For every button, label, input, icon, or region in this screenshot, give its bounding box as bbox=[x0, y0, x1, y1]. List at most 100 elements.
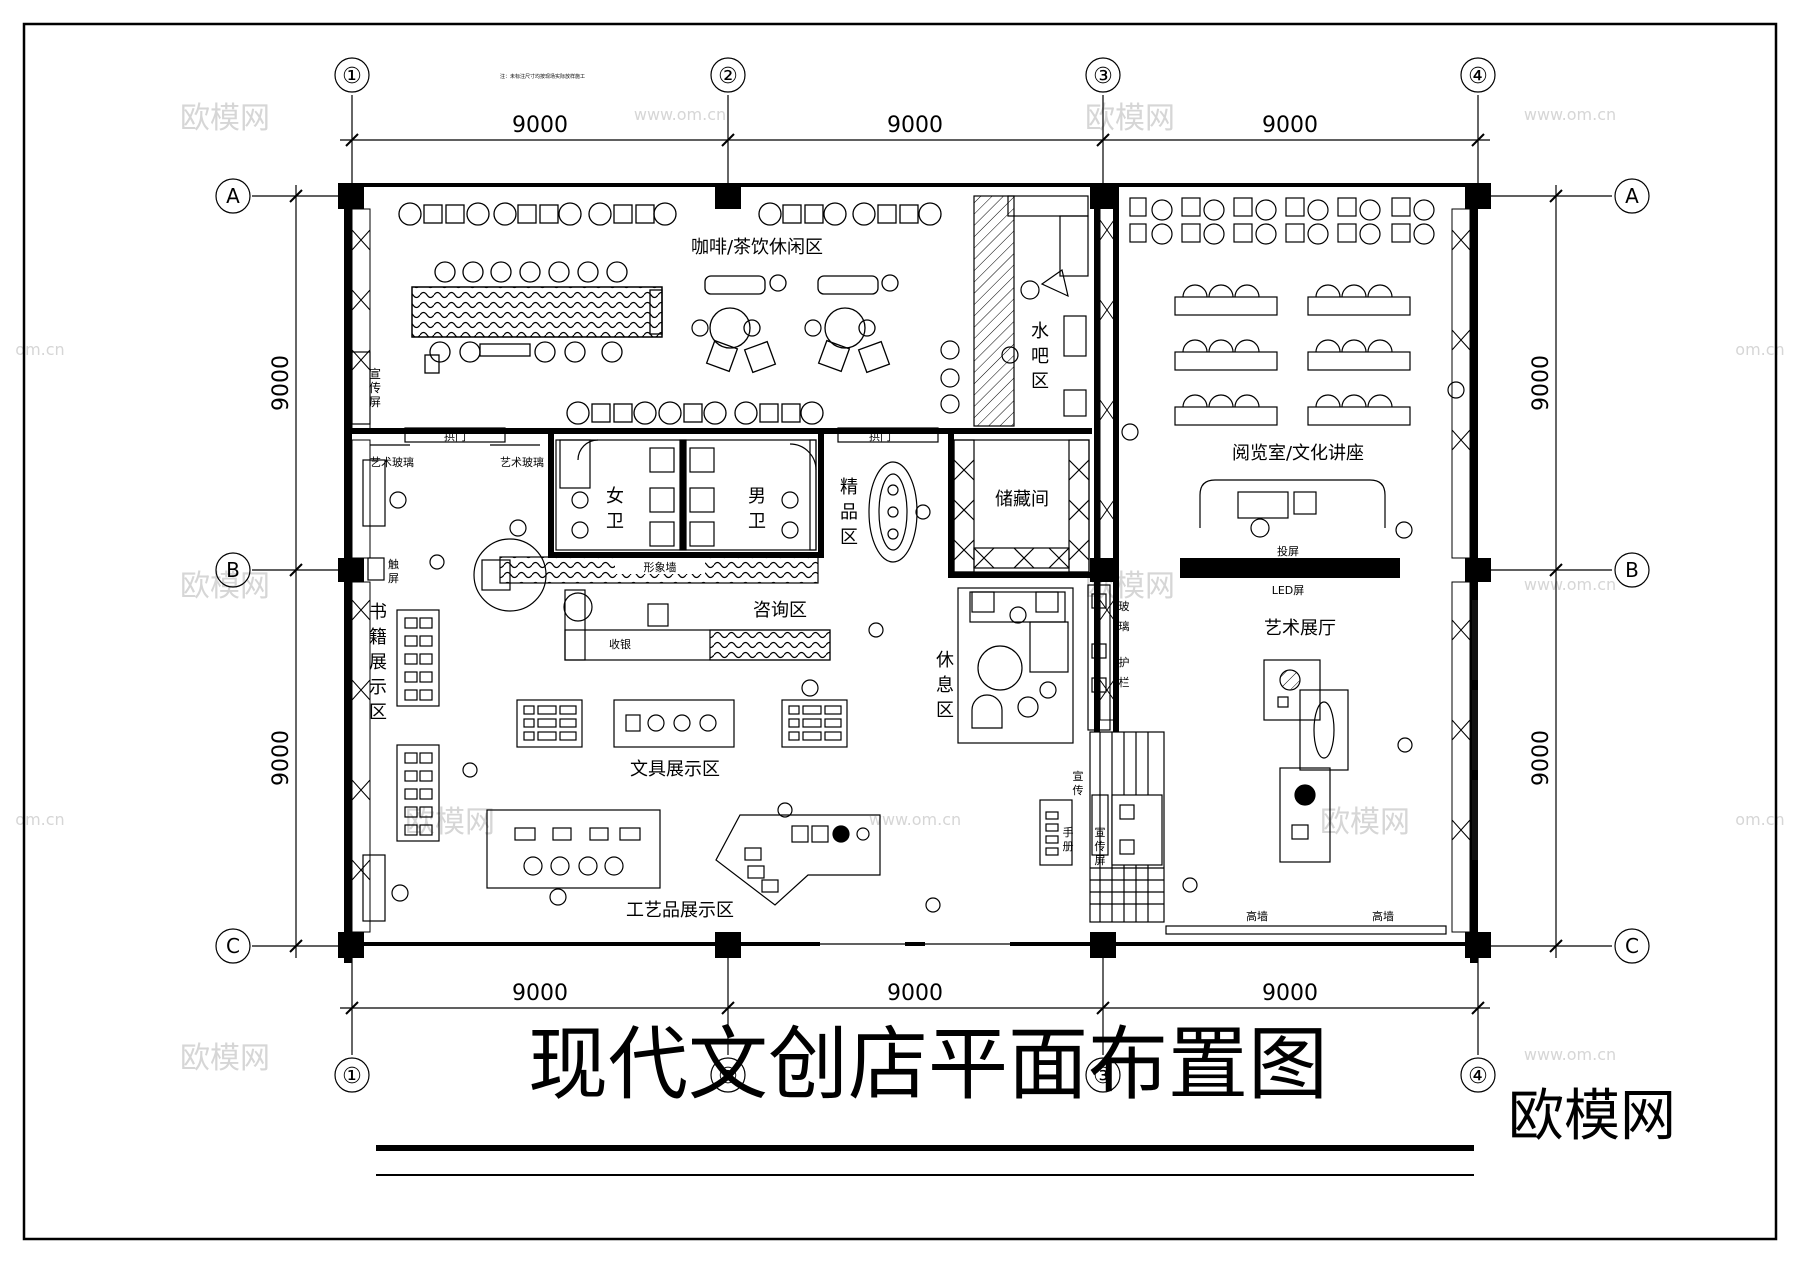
title-underline-thin bbox=[376, 1174, 1474, 1176]
axis-label-col-1: ① bbox=[342, 1064, 362, 1089]
label-promo-screen-2: 宣 bbox=[1095, 825, 1106, 839]
room-label-book-display: 书 bbox=[369, 602, 387, 623]
partition-details bbox=[370, 427, 939, 446]
axis-label-col-2: ② bbox=[718, 64, 738, 89]
label-art-glass: 艺术玻璃 bbox=[370, 455, 414, 469]
room-label-art-hall: 艺术展厅 bbox=[1264, 618, 1336, 639]
watermark-url: om.cn bbox=[15, 340, 64, 359]
axis-label-row-a: A bbox=[1625, 184, 1639, 208]
label-cashier: 收银 bbox=[609, 637, 631, 651]
water-bar bbox=[940, 195, 1089, 427]
label-promo-screen: 传 bbox=[369, 380, 381, 395]
dimension-label: 9000 bbox=[269, 355, 294, 411]
boutique-display bbox=[868, 461, 931, 563]
cafe-furniture bbox=[398, 202, 942, 425]
label-arch-door: 拱门 bbox=[869, 429, 891, 443]
watermark-layer: 欧模网 www.om.cn 欧模网 www.om.cn om.cn om.cn … bbox=[15, 101, 1784, 1076]
rest-area bbox=[957, 587, 1074, 744]
watermark-brand: 欧模网 bbox=[1320, 805, 1410, 840]
consulting-desk bbox=[473, 538, 831, 661]
room-label-storage: 储藏间 bbox=[995, 489, 1049, 510]
title-underline-thick bbox=[376, 1145, 1474, 1151]
label-brochure-stand: 传 bbox=[1073, 784, 1084, 797]
room-label-rest-area: 休 bbox=[936, 650, 954, 671]
label-art-glass: 艺术玻璃 bbox=[500, 455, 544, 469]
axis-label-col-4: ④ bbox=[1468, 1064, 1488, 1089]
crafts-displays bbox=[486, 809, 881, 906]
storage-room bbox=[953, 439, 1090, 573]
watermark-url: om.cn bbox=[1735, 340, 1784, 359]
dimension-label: 9000 bbox=[1262, 113, 1318, 138]
axis-label-row-b: B bbox=[226, 558, 240, 582]
room-label-water-bar: 吧 bbox=[1031, 346, 1049, 367]
room-label-book-display: 展 bbox=[369, 652, 387, 673]
dimension-label: 9000 bbox=[1529, 730, 1554, 786]
brand-logo: 欧模网 bbox=[1508, 1084, 1676, 1149]
label-promo-screen: 屏 bbox=[369, 395, 381, 409]
watermark-brand: 欧模网 bbox=[1085, 101, 1175, 136]
label-arch-door: 拱门 bbox=[444, 429, 466, 443]
watermark-url: www.om.cn bbox=[1524, 1045, 1616, 1064]
label-brochure-stand: 手 bbox=[1063, 825, 1074, 839]
watermark-url: www.om.cn bbox=[869, 810, 961, 829]
reading-room-furniture bbox=[1129, 197, 1435, 577]
label-led-screen: LED屏 bbox=[1272, 584, 1305, 597]
axis-label-row-c: C bbox=[1625, 934, 1639, 958]
dimension-label: 9000 bbox=[512, 113, 568, 138]
room-label-water-bar: 水 bbox=[1031, 321, 1049, 342]
axis-label-row-b: B bbox=[1625, 558, 1639, 582]
promo-screen bbox=[351, 351, 371, 425]
label-promo-screen-2: 屏 bbox=[1095, 854, 1106, 867]
sheet-border bbox=[22, 22, 1778, 1241]
room-label-stationery: 文具展示区 bbox=[630, 759, 720, 780]
axis-label-row-a: A bbox=[226, 184, 240, 208]
people-figures bbox=[389, 319, 1465, 913]
room-label-boutique: 区 bbox=[840, 527, 858, 548]
dimension-label: 9000 bbox=[1529, 355, 1554, 411]
label-promo-screen-2: 传 bbox=[1095, 840, 1106, 853]
wall-dark-panels bbox=[1472, 600, 1478, 860]
room-label-male-wc: 卫 bbox=[748, 511, 766, 532]
axis-label-col-3: ③ bbox=[1093, 1064, 1113, 1089]
watermark-url: www.om.cn bbox=[634, 105, 726, 124]
room-label-book-display: 籍 bbox=[369, 627, 387, 648]
label-touch-screen: 触 bbox=[388, 557, 399, 571]
label-image-wall: 形象墙 bbox=[644, 560, 677, 574]
label-glass-railing: 璃 bbox=[1119, 619, 1130, 633]
axis-label-col-2: ② bbox=[718, 1064, 738, 1089]
watermark-brand: 欧模网 bbox=[180, 569, 270, 604]
room-label-female-wc: 女 bbox=[606, 486, 624, 507]
room-label-water-bar: 区 bbox=[1031, 371, 1049, 392]
axis-label-col-1: ① bbox=[342, 64, 362, 89]
label-promo-screen: 宣 bbox=[369, 366, 381, 381]
axis-label-col-4: ④ bbox=[1468, 64, 1488, 89]
stationery-displays bbox=[516, 699, 848, 748]
dimension-label: 9000 bbox=[887, 113, 943, 138]
dimension-label: 9000 bbox=[512, 981, 568, 1006]
axis-label-row-c: C bbox=[226, 934, 240, 958]
room-label-boutique: 品 bbox=[840, 502, 858, 523]
watermark-url: www.om.cn bbox=[1524, 105, 1616, 124]
label-high-wall: 高墙 bbox=[1372, 909, 1394, 923]
dimension-label: 9000 bbox=[269, 730, 294, 786]
label-brochure-stand: 宣 bbox=[1073, 769, 1084, 783]
axis-label-col-3: ③ bbox=[1093, 64, 1113, 89]
room-label-male-wc: 男 bbox=[748, 486, 766, 507]
room-label-rest-area: 息 bbox=[936, 675, 954, 696]
label-high-wall: 高墙 bbox=[1246, 909, 1268, 923]
label-touch-screen: 屏 bbox=[388, 572, 399, 585]
book-shelves bbox=[362, 459, 440, 922]
watermark-url: om.cn bbox=[15, 810, 64, 829]
watermark-brand: 欧模网 bbox=[180, 1041, 270, 1076]
art-hall-displays bbox=[1165, 659, 1447, 935]
label-glass-railing: 栏 bbox=[1119, 675, 1130, 689]
room-label-crafts: 工艺品展示区 bbox=[626, 900, 734, 921]
room-label-consulting: 咨询区 bbox=[753, 600, 807, 621]
label-glass-railing: 护 bbox=[1119, 655, 1130, 669]
label-projection-screen: 投屏 bbox=[1277, 544, 1299, 558]
label-brochure-stand: 册 bbox=[1063, 840, 1074, 853]
room-label-rest-area: 区 bbox=[936, 700, 954, 721]
restrooms bbox=[555, 439, 817, 551]
dimension-label: 9000 bbox=[1262, 981, 1318, 1006]
